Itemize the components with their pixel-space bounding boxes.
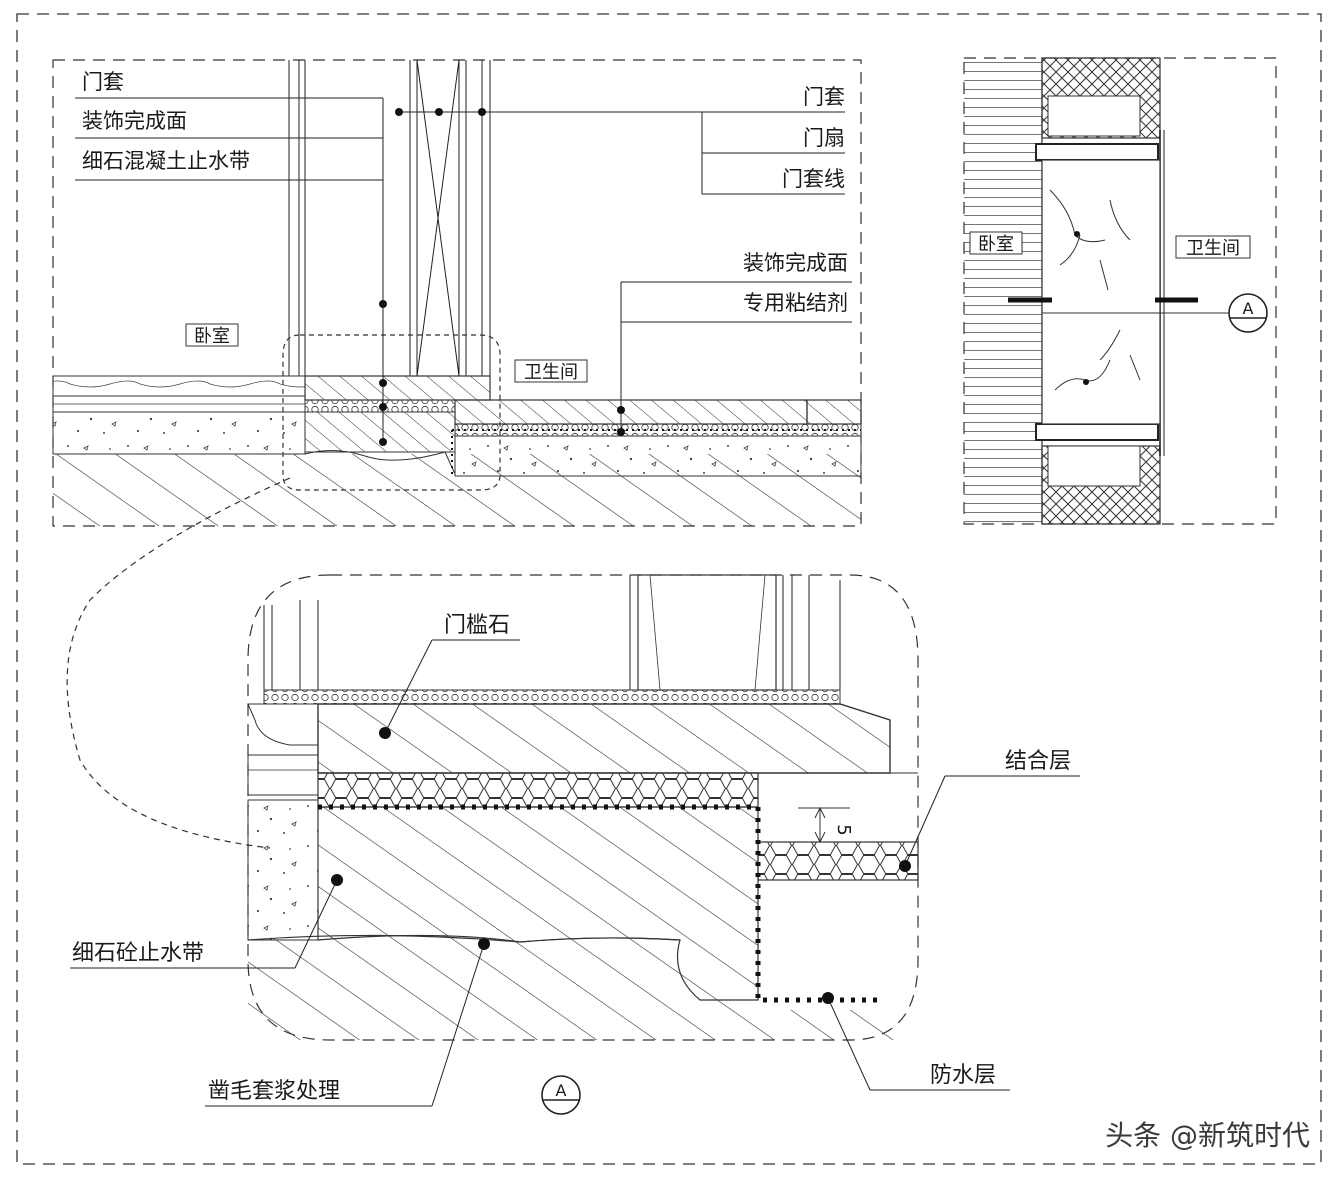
watermark: 头条 @新筑时代 [1105,1119,1310,1152]
room-label-bathroom: 卫生间 [524,362,578,383]
label-finish-surface-left: 装饰完成面 [82,109,187,133]
label-bond-layer: 结合层 [1005,749,1071,774]
section-symbol-enlarged-letter: A [556,1081,567,1100]
label-door-frame-right: 门套 [803,85,845,109]
dimension-5: 5 [833,824,854,835]
top-left-section-detail: 门套 装饰完成面 细石混凝土止水带 门套 门扇 门套线 装饰完成面 专用粘结剂 … [52,59,862,527]
section-symbol-plan: A [1228,293,1268,333]
label-concrete-waterstop-left: 细石混凝土止水带 [82,149,250,173]
top-right-plan-detail: A 卧室 卫生间 [963,57,1277,525]
plan-room-label-bathroom: 卫生间 [1186,238,1240,259]
label-threshold-stone: 门槛石 [444,613,510,638]
plan-room-label-bedroom: 卧室 [978,234,1014,255]
label-door-casing: 门套线 [782,167,845,191]
label-adhesive: 专用粘结剂 [743,291,848,315]
label-door-leaf: 门扇 [803,126,845,150]
label-waterproof-layer: 防水层 [930,1063,996,1088]
label-finish-surface-right: 装饰完成面 [743,251,848,275]
label-door-frame-left: 门套 [82,70,124,94]
enlarged-threshold-detail: 5 门槛石 结合层 细石砼止水带 凿毛套浆处理 防水层 A [70,574,1080,1115]
label-chisel-treatment: 凿毛套浆处理 [208,1079,340,1104]
drawing-frame [16,13,1322,1165]
section-symbol-enlarged: A [541,1075,581,1115]
section-symbol-plan-letter: A [1243,299,1254,318]
room-label-bedroom: 卧室 [194,326,230,347]
label-concrete-waterstop: 细石砼止水带 [72,941,204,966]
